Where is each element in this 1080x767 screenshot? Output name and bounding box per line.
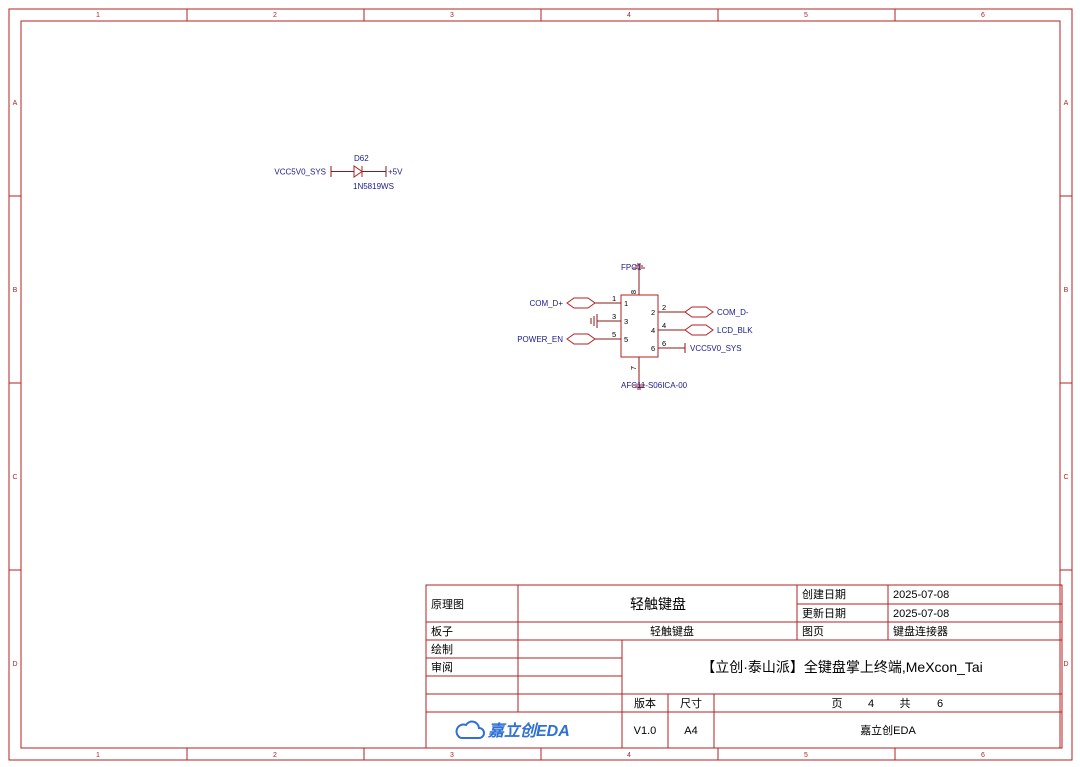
connector-designator: FPC1 [621, 263, 642, 272]
column-label-top: 2 [273, 12, 277, 19]
pin-number: 1 [624, 299, 628, 308]
column-label-top: 6 [981, 12, 985, 19]
column-label-bottom: 3 [450, 752, 454, 759]
column-label-top: 1 [96, 12, 100, 19]
row-label-left: C [12, 474, 17, 481]
column-label-top: 5 [804, 12, 808, 19]
pin-number: 3 [612, 312, 616, 321]
label-size: 尺寸 [680, 696, 702, 710]
net-port-lcd-blk [684, 324, 714, 336]
label-page-no: 页 [832, 698, 843, 710]
label-created: 创建日期 [802, 587, 846, 601]
net-label-vcc: VCC5V0_SYS [274, 168, 326, 177]
label-drawn: 绘制 [431, 642, 453, 656]
diode-d62[interactable]: D62 1N5819WS VCC5V0_SYS +5V [274, 154, 403, 191]
row-label-right: C [1063, 474, 1068, 481]
ground-icon [633, 384, 645, 390]
pin-number: 4 [651, 326, 655, 335]
column-label-bottom: 5 [804, 752, 808, 759]
pin-number: 6 [651, 344, 655, 353]
pin-number: 1 [612, 294, 616, 303]
connector-value: AFC11-S06ICA-00 [621, 381, 688, 390]
row-labels: A B C D A B C D [12, 100, 1068, 668]
net-port-com-d-plus [566, 297, 596, 309]
row-label-right: A [1064, 100, 1069, 107]
pin-number: 6 [662, 339, 666, 348]
connector-body [620, 294, 659, 358]
version-value: V1.0 [634, 725, 657, 737]
row-label-right: D [1063, 661, 1068, 668]
outer-border [8, 8, 1073, 761]
net-label-com-d-minus: COM_D- [717, 308, 749, 317]
sheet-title: 轻触键盘 [630, 596, 686, 612]
pin-number: 8 [629, 290, 638, 294]
page-name: 键盘连接器 [893, 624, 948, 638]
updated-date: 2025-07-08 [893, 608, 949, 620]
row-label-right: B [1064, 287, 1069, 294]
column-labels: 1 2 3 4 5 6 1 2 3 4 5 6 [96, 12, 985, 759]
label-schematic: 原理图 [431, 598, 464, 611]
label-updated: 更新日期 [802, 606, 846, 620]
column-label-bottom: 2 [273, 752, 277, 759]
size-value: A4 [684, 725, 697, 737]
label-total: 共 [900, 697, 911, 710]
net-port-com-d-minus [684, 306, 714, 318]
column-label-bottom: 4 [627, 752, 631, 759]
diode-symbol [353, 165, 363, 178]
column-label-bottom: 6 [981, 752, 985, 759]
diode-value: 1N5819WS [353, 182, 394, 191]
project-name: 【立创·泰山派】全键盘掌上终端,MeXcon_Tai [701, 659, 983, 675]
label-version: 版本 [634, 696, 656, 710]
connector-fpc1[interactable]: 1 1 3 3 5 5 2 2 4 4 6 6 8 7 COM_D+ POWER… [517, 263, 753, 390]
total-pages: 6 [937, 698, 943, 710]
logo-text: 嘉立创EDA [487, 722, 570, 740]
net-port-power-en [566, 333, 596, 345]
row-label-left: D [12, 661, 17, 668]
label-page: 图页 [802, 625, 824, 638]
net-label-vcc: VCC5V0_SYS [690, 344, 742, 353]
company-name: 嘉立创EDA [860, 723, 916, 737]
column-label-bottom: 1 [96, 752, 100, 759]
ground-icon [633, 263, 645, 269]
created-date: 2025-07-08 [893, 589, 949, 601]
title-block: 原理图 轻触键盘 创建日期 2025-07-08 更新日期 2025-07-08… [425, 584, 1063, 749]
pin-number: 2 [662, 303, 666, 312]
page-number: 4 [868, 698, 874, 710]
pin-number: 2 [651, 308, 655, 317]
pin-number: 3 [624, 317, 628, 326]
pin-number: 5 [612, 330, 616, 339]
diode-designator: D62 [354, 154, 369, 163]
pin-number: 7 [629, 366, 638, 370]
row-label-left: A [13, 100, 18, 107]
pin-numbers: 1 1 3 3 5 5 2 2 4 4 6 6 8 7 [612, 290, 666, 370]
pin-number: 5 [624, 335, 628, 344]
pin-number: 4 [662, 321, 666, 330]
column-label-top: 3 [450, 12, 454, 19]
ground-icon [590, 314, 598, 328]
eda-logo: 嘉立创EDA [455, 720, 570, 740]
label-board: 板子 [431, 624, 453, 638]
net-label-power-en: POWER_EN [517, 335, 563, 344]
label-review: 审阅 [431, 660, 453, 674]
net-label-com-d-plus: COM_D+ [529, 299, 563, 308]
net-label-5v: +5V [388, 168, 403, 177]
board-name: 轻触键盘 [650, 624, 694, 638]
row-label-left: B [13, 287, 18, 294]
net-labels: COM_D+ POWER_EN COM_D- LCD_BLK VCC5V0_SY… [517, 299, 753, 353]
cloud-icon [455, 720, 485, 739]
column-label-top: 4 [627, 12, 631, 19]
column-ticks [186, 9, 896, 760]
net-label-lcd-blk: LCD_BLK [717, 326, 753, 335]
inner-border [20, 20, 1061, 749]
row-ticks [9, 195, 1072, 571]
